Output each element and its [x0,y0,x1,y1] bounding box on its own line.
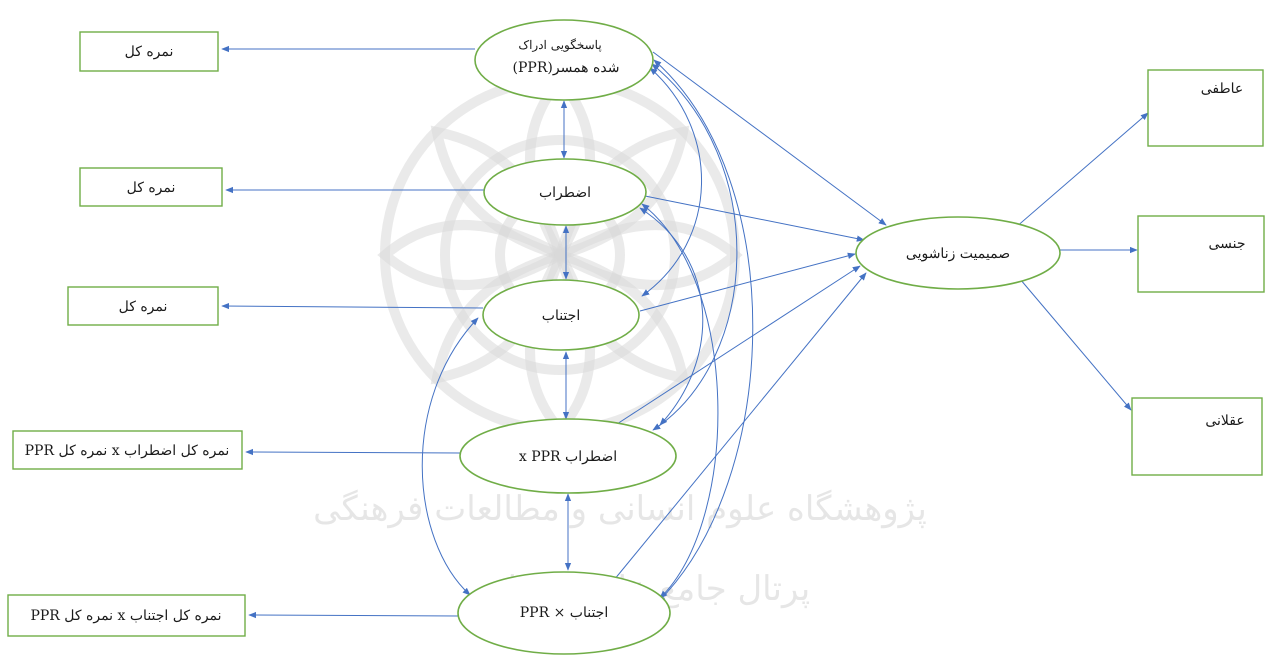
box-anxiety-total: نمره کل [79,167,223,207]
box-anxppr-total: نمره کل اضطراب x نمره کل PPR [12,430,243,470]
box-ppr-total-label: نمره کل [125,44,174,60]
node-intimacy-label: صمیمیت زناشویی [906,246,1010,262]
box-intellectual: عقلانی [1131,397,1263,476]
path-anxppr-intimacy [616,265,861,425]
box-ppr-total: نمره کل [79,31,219,72]
cov-ppr-avoidance [641,67,702,297]
box-avoidance-total: نمره کل [67,286,219,326]
box-intellectual-label: عقلانی [1205,413,1244,429]
box-avoppr-total: نمره کل اجتناب x نمره کل PPR [7,594,246,637]
cov-ppr-anxppr [651,63,738,431]
node-ppr: پاسخگویی ادراک شده همسر(PPR) [474,19,654,101]
box-emotional-label: عاطفی [1201,81,1244,97]
box-sexual: جنسی [1137,215,1265,293]
arrow-anxppr-to-total [245,448,462,456]
arrow-avoidance-to-total [221,302,484,310]
cov-avoidance-avoppr [421,317,479,596]
path-anxiety-intimacy [644,195,865,242]
box-avoppr-total-label: نمره کل اجتناب x نمره کل PPR [30,608,221,624]
cov-anxiety-avoppr [641,203,719,599]
node-ppr-line2: شده همسر(PPR) [513,60,620,76]
watermark-line1: پژوهشگاه علوم انسانی و مطالعات فرهنگی [313,489,927,529]
watermark-emblem [377,72,743,438]
box-sexual-label: جنسی [1208,236,1245,252]
node-anxiety-ppr-label: اضطراب x PPR [519,449,617,465]
path-intimacy-emotional [1014,112,1149,229]
path-intimacy-intellectual [1019,278,1132,411]
path-avoidance-intimacy [639,252,856,312]
box-emotional: عاطفی [1147,69,1264,147]
node-avoidance-ppr-label: اجتناب × PPR [520,605,608,621]
node-avoidance-label: اجتناب [542,308,580,324]
node-anxiety: اضطراب [483,158,647,226]
arrow-avoppr-to-total [248,611,460,619]
node-anxiety-label: اضطراب [539,185,591,201]
path-ppr-intimacy [652,51,887,226]
node-avoidance: اجتناب [482,279,640,351]
box-anxiety-total-label: نمره کل [127,180,176,196]
box-avoidance-total-label: نمره کل [119,299,168,315]
node-anxiety-ppr: اضطراب x PPR [459,418,677,494]
node-intimacy: صمیمیت زناشویی [855,216,1061,290]
cov-ppr-avoppr [653,59,754,603]
path-avoppr-intimacy [613,272,867,581]
node-ppr-line1: پاسخگویی ادراک [518,38,601,52]
box-anxppr-total-label: نمره کل اضطراب x نمره کل PPR [25,443,230,459]
node-avoidance-ppr: اجتناب × PPR [457,571,671,655]
